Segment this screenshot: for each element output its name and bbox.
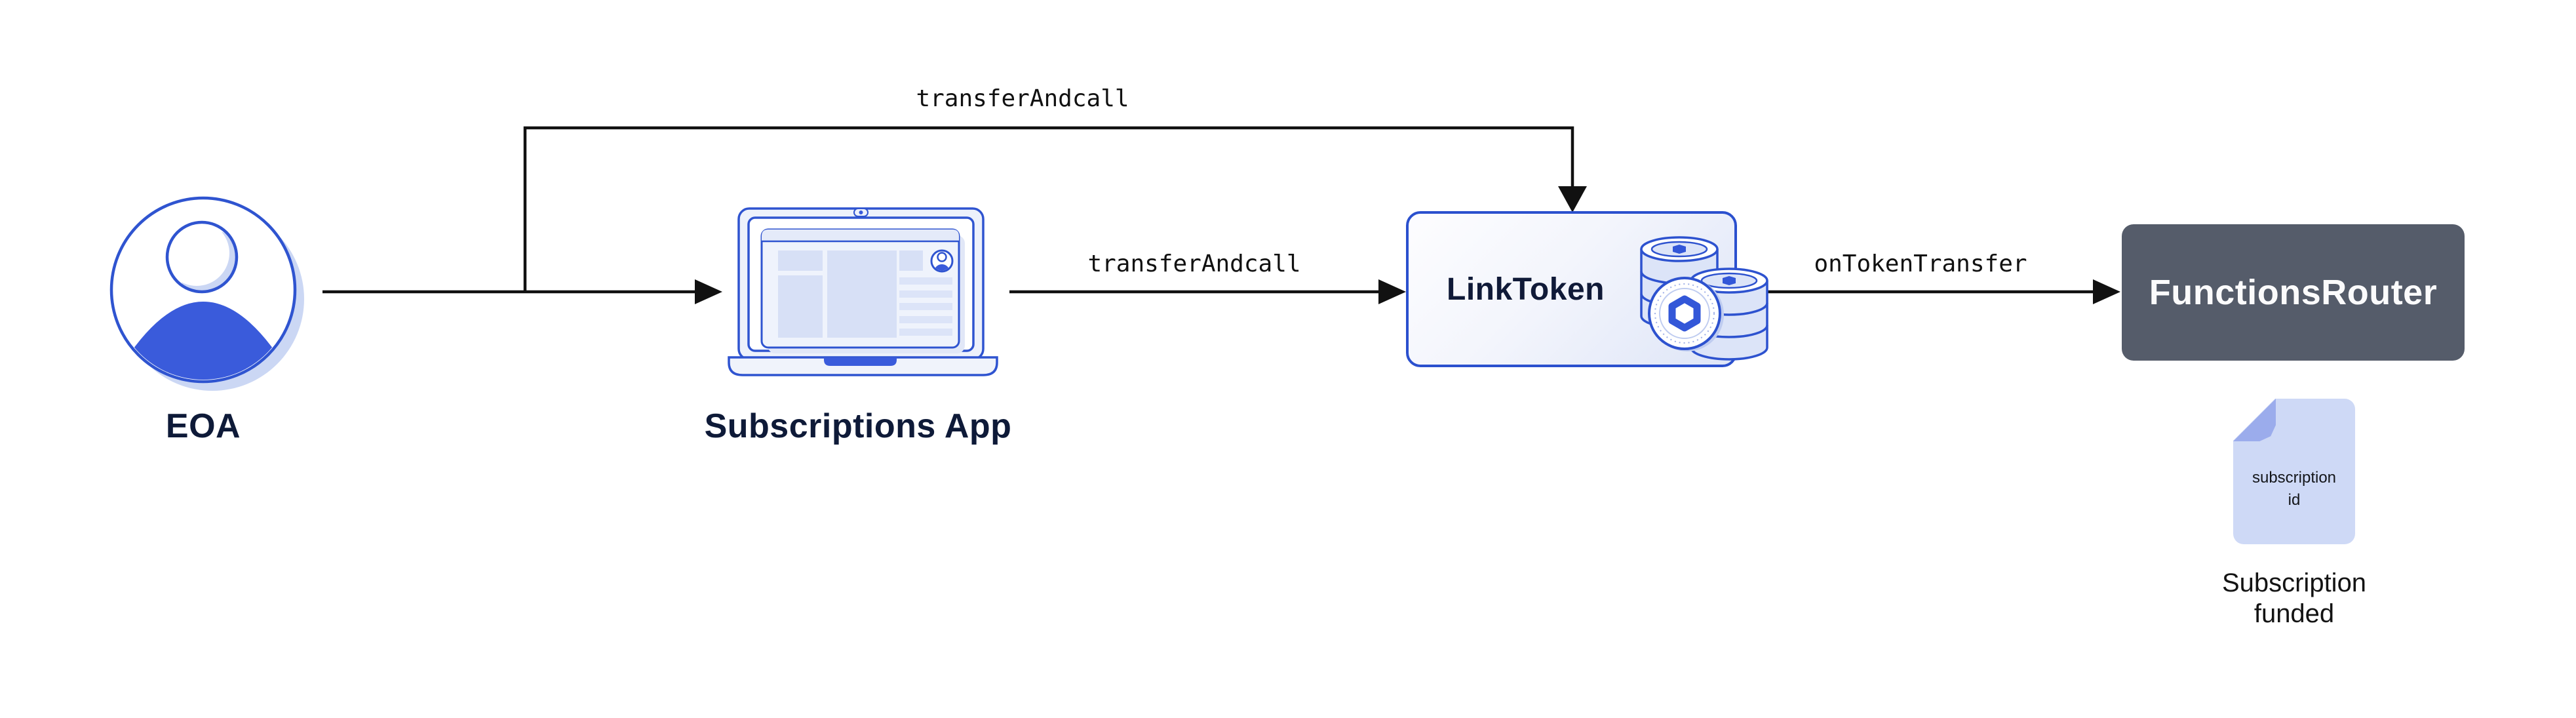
edge-label-ontokentransfer: onTokenTransfer <box>1814 250 2027 277</box>
subscriptions-app-label: Subscriptions App <box>704 407 1012 445</box>
document-text: subscription id <box>2233 467 2355 511</box>
arrow-linktoken-to-router <box>1763 279 2120 304</box>
link-token-label: LinkToken <box>1447 271 1605 307</box>
document-text-line2: id <box>2288 491 2301 509</box>
caption-line2: funded <box>2254 599 2335 628</box>
arrow-eoa-to-linktoken <box>523 126 1587 292</box>
person-icon <box>109 196 304 391</box>
arrow-app-to-linktoken <box>1009 279 1406 304</box>
document-text-line1: subscription <box>2252 469 2337 487</box>
coin-stack-icon <box>1640 236 1768 361</box>
chainlink-coin-icon <box>1648 277 1724 351</box>
edge-label-transferandcall-top: transferAndcall <box>916 85 1129 112</box>
edge-label-transferandcall-mid: transferAndcall <box>1087 250 1301 277</box>
subscription-funded-caption: Subscription funded <box>2196 568 2392 629</box>
caption-line1: Subscription <box>2221 568 2367 597</box>
laptop-icon <box>728 207 998 376</box>
arrow-eoa-to-app <box>322 279 722 304</box>
avatar-icon <box>930 249 954 273</box>
eoa-label: EOA <box>165 407 241 445</box>
functions-router-label: FunctionsRouter <box>2149 273 2438 312</box>
node-functions-router: FunctionsRouter <box>2122 224 2465 361</box>
